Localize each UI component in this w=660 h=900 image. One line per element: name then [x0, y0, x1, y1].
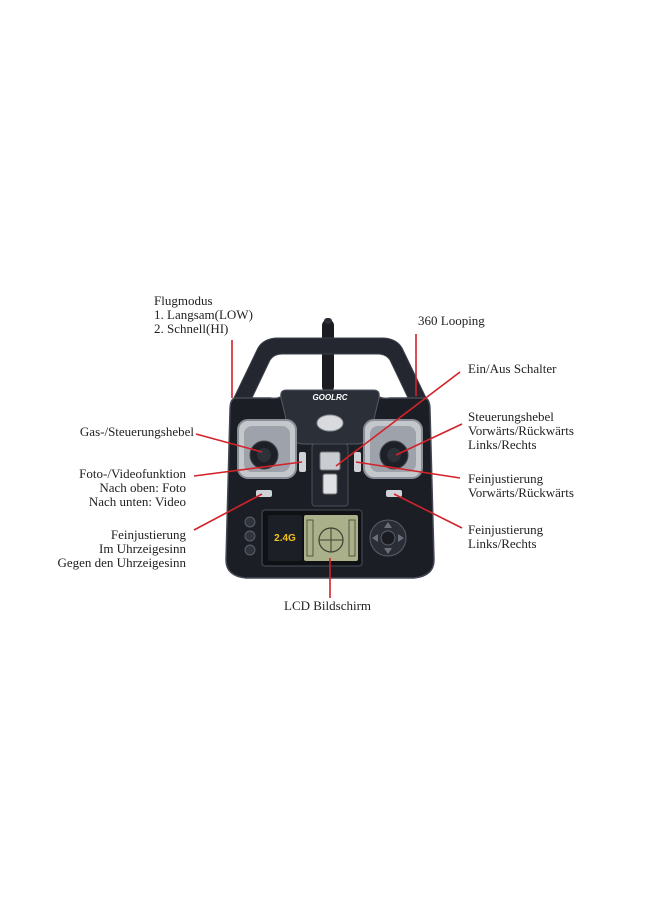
leader-gas — [195, 433, 263, 453]
label-fein-lr: Feinjustierung Links/Rechts — [468, 522, 544, 551]
left-stick[interactable] — [237, 419, 297, 479]
leader-fein-vr — [355, 461, 461, 479]
frequency-label: 2.4G — [274, 533, 296, 544]
label-fein-uhr: Feinjustierung Im Uhrzeigesinn Gegen den… — [57, 527, 186, 570]
leader-ein-aus — [335, 371, 461, 467]
yaw-trim-buttons[interactable] — [244, 516, 256, 556]
label-flugmodus: Flugmodus 1. Langsam(LOW) 2. Schnell(HI) — [154, 293, 253, 336]
label-fein-vr: Feinjustierung Vorwärts/Rückwärts — [468, 471, 574, 500]
label-lcd: LCD Bildschirm — [284, 598, 372, 613]
throttle-trim-slot[interactable] — [319, 451, 341, 471]
leader-fein-uhr — [193, 493, 263, 531]
leader-fein-lr — [393, 493, 463, 529]
right-stick[interactable] — [363, 419, 423, 479]
brand-logo: GOOLRC — [312, 393, 347, 402]
label-foto: Foto-/Videofunktion Nach oben: Foto Nach… — [79, 466, 186, 509]
antenna — [322, 318, 334, 392]
label-ein-aus: Ein/Aus Schalter — [468, 361, 557, 376]
label-looping: 360 Looping — [418, 313, 485, 328]
left-side-trim[interactable] — [299, 452, 306, 472]
leader-lines — [193, 334, 463, 598]
leader-foto — [193, 461, 303, 477]
leader-steuerungshebel — [395, 423, 463, 456]
label-gas: Gas-/Steuerungshebel — [79, 424, 194, 439]
power-button[interactable] — [316, 414, 344, 432]
label-steuerungshebel: Steuerungshebel Vorwärts/Rückwärts Links… — [468, 409, 574, 452]
direction-pad[interactable] — [369, 519, 407, 557]
mode-switch[interactable] — [322, 473, 338, 495]
lcd-screen: 2.4G — [261, 509, 363, 567]
